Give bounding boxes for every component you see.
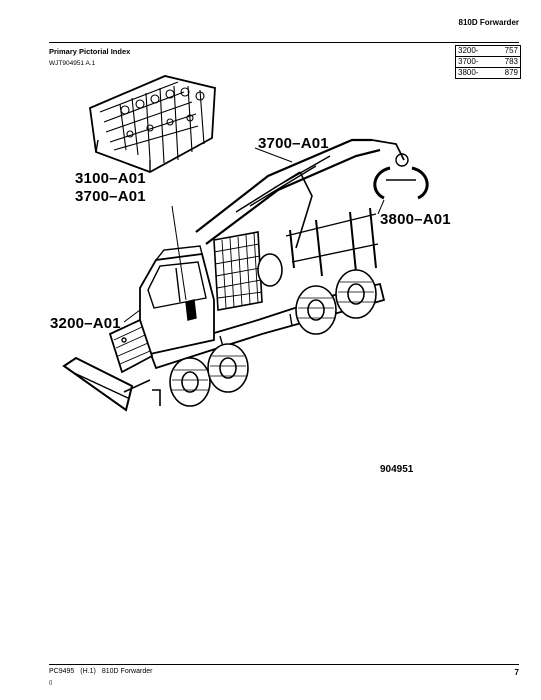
index-code: WJT904951 A.1: [49, 60, 96, 67]
footer-rule: [49, 664, 519, 665]
footer-doc-name: 810D Forwarder: [101, 668, 153, 675]
footer-doc-code: PC9495: [49, 668, 75, 675]
callout-3700-a01-valve[interactable]: 3700–A01: [75, 188, 146, 205]
reference-page: 879: [504, 68, 518, 77]
callout-3800-a01[interactable]: 3800–A01: [380, 211, 451, 228]
blade-image: [62, 356, 161, 412]
page-number: 7: [514, 668, 519, 677]
valve-block-image: [89, 75, 216, 173]
engine-hood-image: [108, 318, 154, 374]
index-title: Primary Pictorial Index: [49, 47, 131, 56]
reference-row[interactable]: 3800- 879: [456, 67, 520, 78]
footer-mark: (): [49, 680, 53, 686]
bunk-stakes-image: [285, 207, 379, 277]
reference-group: 3800-: [458, 68, 479, 77]
footer-document-info: PC9495 (H.1) 810D Forwarder: [49, 668, 152, 675]
cab-image: [139, 245, 215, 356]
reference-page: 783: [504, 57, 518, 66]
crane-boom-image: [195, 138, 409, 249]
grapple-image: [373, 166, 429, 200]
headboard-grid-image: [213, 231, 263, 311]
footer-revision: (H.1): [80, 668, 96, 675]
reference-table: 3200- 757 3700- 783 3800- 879: [455, 45, 521, 79]
wheels-image: [169, 253, 377, 407]
document-title: 810D Forwarder: [458, 18, 519, 27]
callout-3100-a01[interactable]: 3100–A01: [75, 170, 146, 187]
callout-3700-a01-crane[interactable]: 3700–A01: [258, 135, 329, 152]
reference-group: 3200-: [458, 46, 479, 55]
reference-row[interactable]: 3200- 757: [456, 46, 520, 56]
header-rule: [49, 42, 519, 43]
callout-leaders: [123, 147, 385, 323]
reference-row[interactable]: 3700- 783: [456, 56, 520, 67]
forwarder-illustration: [62, 75, 429, 412]
figure-number: 904951: [380, 464, 414, 475]
reference-page: 757: [504, 46, 518, 55]
reference-group: 3700-: [458, 57, 479, 66]
callout-3200-a01[interactable]: 3200–A01: [50, 315, 121, 332]
